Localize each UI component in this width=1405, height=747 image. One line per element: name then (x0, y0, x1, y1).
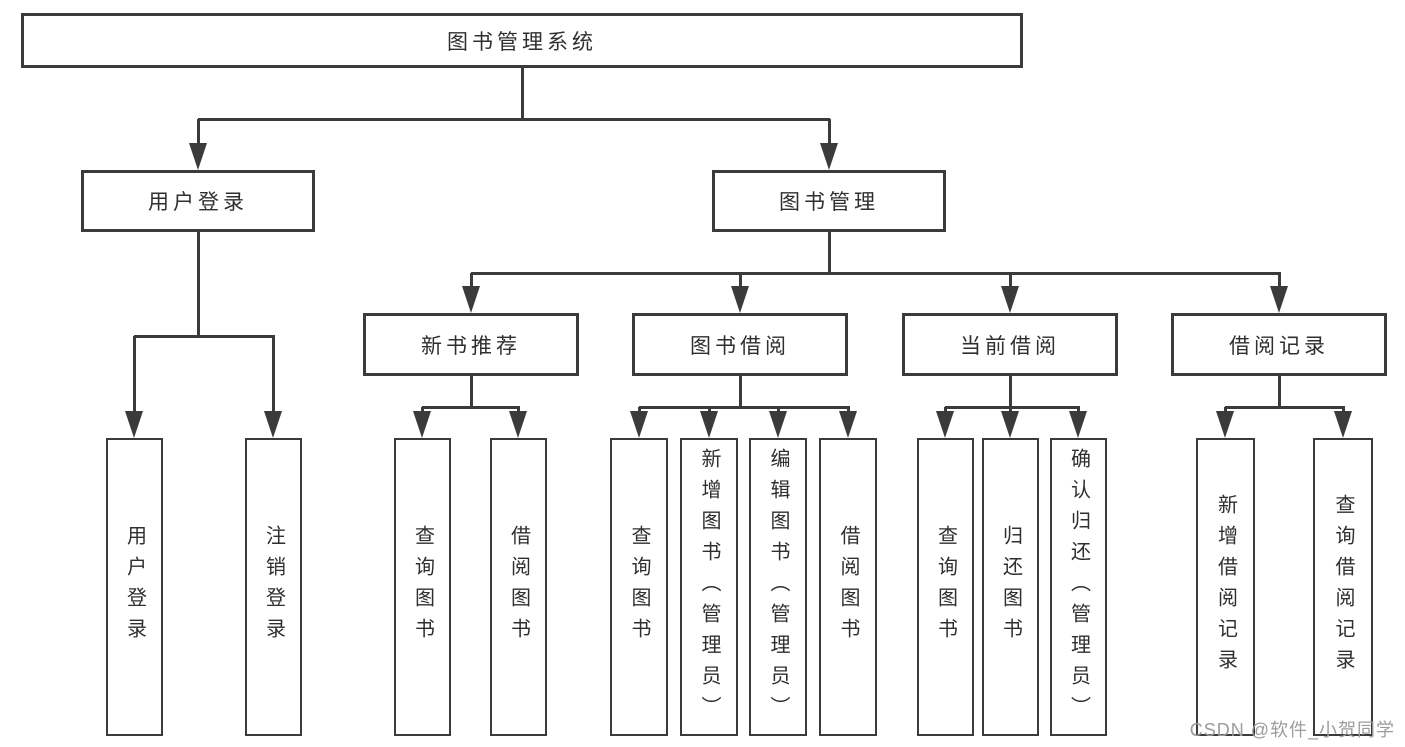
leaf-label: 查询图书 (411, 525, 434, 649)
connector-line (1008, 407, 1012, 413)
leaf-label: 归还图书 (999, 525, 1022, 649)
arrowhead-icon (839, 411, 857, 438)
leaf-confirm-return-admin: 确认归还（管理员） (1050, 438, 1107, 736)
node-borrow-records: 借阅记录 (1171, 313, 1387, 376)
leaf-query-books-current: 查询图书 (917, 438, 974, 736)
arrowhead-icon (1216, 411, 1234, 438)
leaf-query-borrow-record: 查询借阅记录 (1313, 438, 1373, 736)
connector-line (945, 405, 1080, 409)
arrowhead-icon (1334, 411, 1352, 438)
node-new-book-recommend: 新书推荐 (363, 313, 579, 376)
arrowhead-icon (125, 411, 143, 438)
connector-line (1008, 273, 1012, 288)
leaf-return-books: 归还图书 (982, 438, 1039, 736)
connector-line (516, 407, 520, 413)
connector-line (1223, 407, 1227, 413)
node-current-borrow: 当前借阅 (902, 313, 1118, 376)
arrowhead-icon (700, 411, 718, 438)
arrowhead-icon (264, 411, 282, 438)
leaf-user-login: 用户登录 (106, 438, 163, 736)
arrowhead-icon (189, 143, 207, 170)
connector-line (520, 68, 524, 120)
leaf-label: 新增借阅记录 (1214, 494, 1237, 680)
connector-line (134, 334, 275, 338)
connector-line (422, 405, 520, 409)
leaf-label: 新增图书（管理员） (698, 447, 720, 727)
leaf-add-books-admin: 新增图书（管理员） (680, 438, 738, 736)
node-book-management: 图书管理 (712, 170, 946, 232)
connector-line (637, 407, 641, 413)
leaf-query-books-borrow: 查询图书 (610, 438, 668, 736)
leaf-label: 用户登录 (123, 525, 146, 649)
connector-line (469, 376, 473, 409)
connector-line (469, 273, 473, 288)
arrowhead-icon (1270, 286, 1288, 313)
arrowhead-icon (509, 411, 527, 438)
connector-line (1277, 376, 1281, 409)
leaf-add-borrow-record: 新增借阅记录 (1196, 438, 1255, 736)
connector-line (776, 407, 780, 413)
leaf-label: 查询借阅记录 (1332, 494, 1354, 680)
leaf-query-books-recommend: 查询图书 (394, 438, 451, 736)
leaf-label: 查询图书 (934, 525, 957, 649)
connector-line (196, 232, 200, 338)
arrowhead-icon (413, 411, 431, 438)
leaf-label: 确认归还（管理员） (1067, 447, 1090, 727)
connector-line (707, 407, 711, 413)
connector-line (420, 407, 424, 413)
connector-line (271, 336, 275, 413)
arrowhead-icon (820, 143, 838, 170)
connector-line (198, 117, 830, 121)
arrowhead-icon (1001, 286, 1019, 313)
leaf-borrow-books-recommend: 借阅图书 (490, 438, 547, 736)
leaf-label: 查询图书 (628, 525, 650, 649)
arrowhead-icon (1001, 411, 1019, 438)
arrowhead-icon (462, 286, 480, 313)
leaf-label: 注销登录 (262, 525, 285, 649)
connector-line (1008, 376, 1012, 409)
connector-line (827, 232, 831, 275)
arrowhead-icon (936, 411, 954, 438)
node-book-borrow: 图书借阅 (632, 313, 848, 376)
node-root-library-system: 图书管理系统 (21, 13, 1023, 68)
connector-line (1277, 273, 1281, 288)
leaf-logout: 注销登录 (245, 438, 302, 736)
leaf-borrow-books: 借阅图书 (819, 438, 877, 736)
node-user-login: 用户登录 (81, 170, 315, 232)
connector-line (1225, 405, 1345, 409)
connector-line (1341, 407, 1345, 413)
arrowhead-icon (630, 411, 648, 438)
leaf-label: 编辑图书（管理员） (767, 447, 789, 727)
connector-line (196, 119, 200, 145)
leaf-edit-books-admin: 编辑图书（管理员） (749, 438, 807, 736)
arrowhead-icon (731, 286, 749, 313)
arrowhead-icon (769, 411, 787, 438)
connector-line (738, 376, 742, 409)
connector-line (639, 405, 850, 409)
csdn-watermark: CSDN @软件_小贺同学 (1189, 720, 1395, 740)
connector-line (471, 271, 1281, 275)
leaf-label: 借阅图书 (507, 525, 530, 649)
connector-line (1076, 407, 1080, 413)
connector-line (943, 407, 947, 413)
connector-line (738, 273, 742, 288)
connector-line (132, 336, 136, 413)
leaf-label: 借阅图书 (837, 525, 859, 649)
connector-line (827, 119, 831, 145)
arrowhead-icon (1069, 411, 1087, 438)
connector-line (846, 407, 850, 413)
